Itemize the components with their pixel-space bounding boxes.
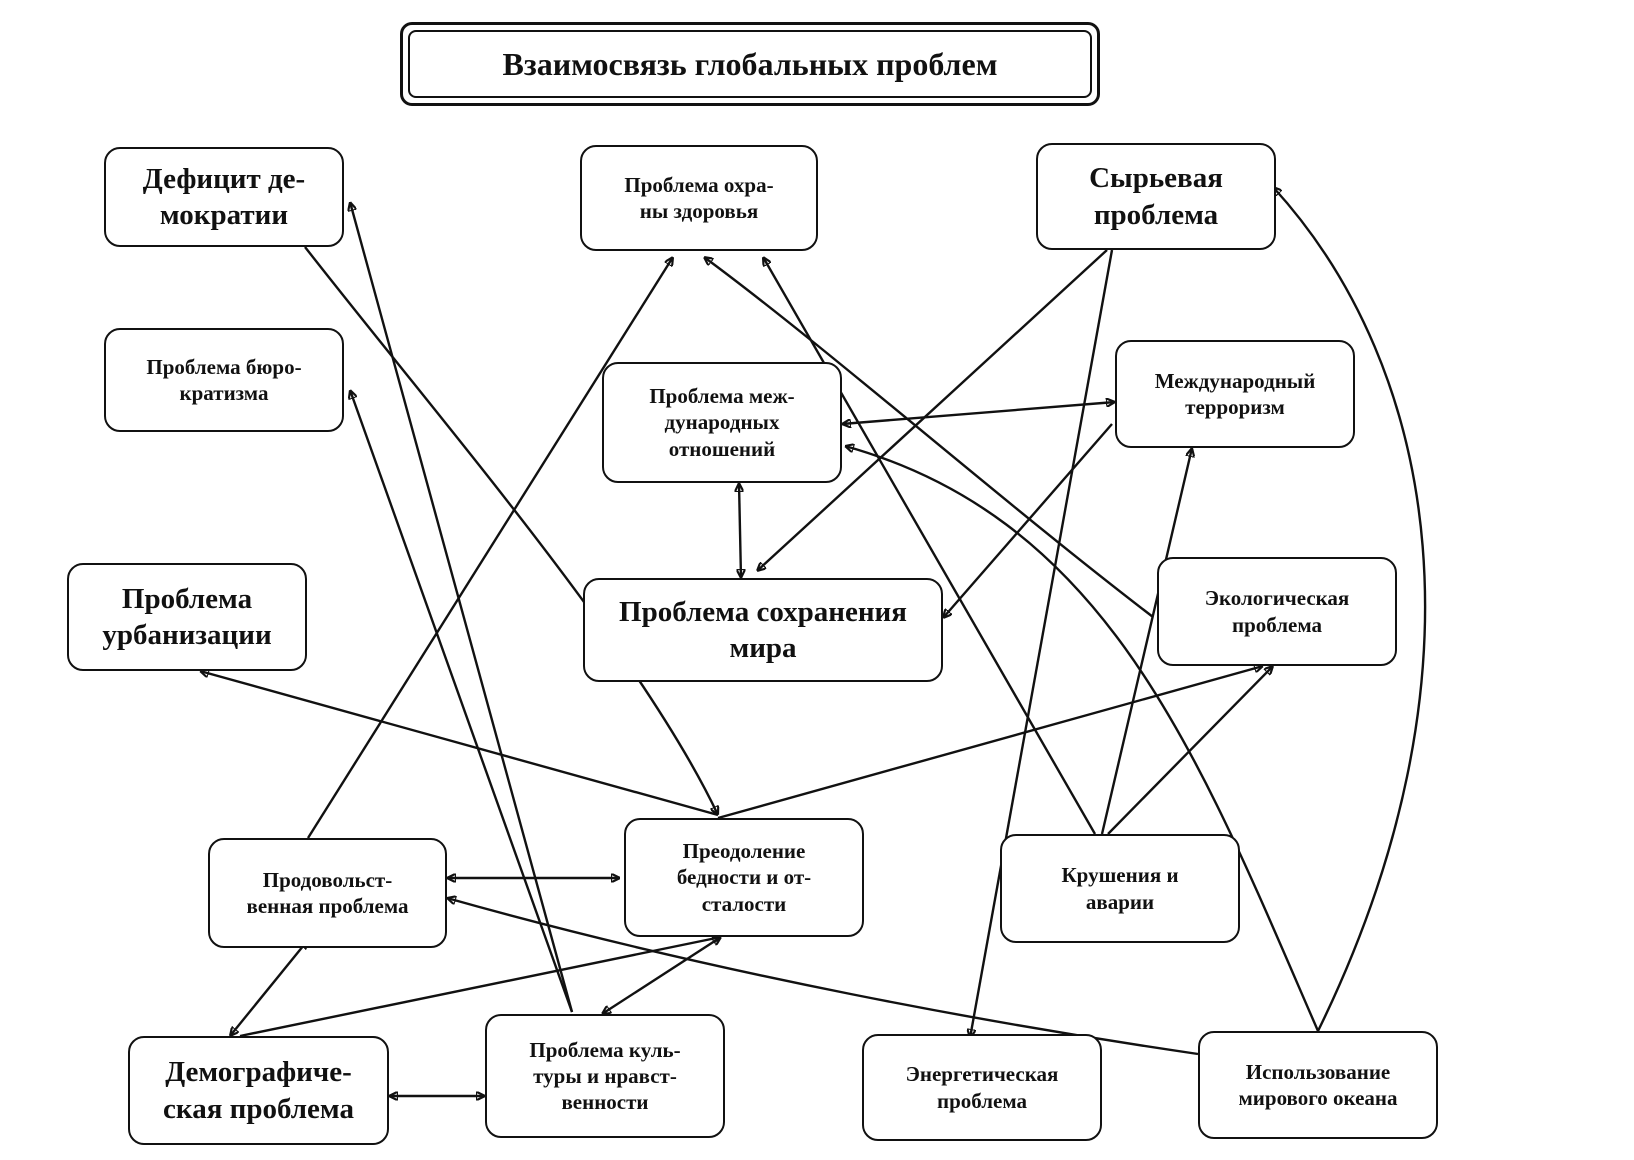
- node-accidents: Крушения и аварии: [1000, 834, 1240, 943]
- node-energy: Энергетическая проблема: [862, 1034, 1102, 1141]
- node-ocean: Использование мирового океана: [1198, 1031, 1438, 1139]
- link-accidents-ecology: [1107, 666, 1273, 835]
- link-poverty-culture: [602, 937, 721, 1014]
- node-urbanization: Проблема урбанизации: [67, 563, 307, 671]
- link-accidents-terror: [1100, 448, 1192, 835]
- link-poverty-ecology: [717, 666, 1263, 820]
- node-culture: Проблема куль- туры и нравст- венности: [485, 1014, 725, 1138]
- link-intl-peace: [739, 483, 741, 578]
- link-culture-bureaucracy: [350, 390, 574, 1013]
- link-terror-peace: [943, 423, 1113, 618]
- node-terrorism: Международный терроризм: [1115, 340, 1355, 448]
- node-democracy: Дефицит де- мократии: [104, 147, 344, 247]
- diagram-title: Взаимосвязь глобальных проблем: [400, 22, 1100, 106]
- node-raw-materials: Сырьевая проблема: [1036, 143, 1276, 250]
- link-ocean-food: [447, 898, 1199, 1056]
- link-raw-energy: [970, 249, 1114, 1038]
- link-ocean-raw: [1273, 187, 1427, 1032]
- link-food-health: [306, 257, 673, 839]
- link-intl-terror: [842, 402, 1115, 424]
- link-ocean-intl: [845, 446, 1320, 1032]
- node-ecology: Экологическая проблема: [1157, 557, 1397, 666]
- node-intl-relations: Проблема меж- дународных отношений: [602, 362, 842, 483]
- diagram-title-text: Взаимосвязь глобальных проблем: [502, 45, 998, 82]
- link-poverty-urban: [200, 671, 719, 817]
- node-demography: Демографиче- ская проблема: [128, 1036, 389, 1145]
- link-accidents-health: [763, 257, 1097, 835]
- node-poverty: Преодоление бедности и от- сталости: [624, 818, 864, 937]
- node-food: Продовольст- венная проблема: [208, 838, 447, 948]
- node-health: Проблема охра- ны здоровья: [580, 145, 818, 251]
- node-bureaucracy: Проблема бюро- кратизма: [104, 328, 344, 432]
- node-peace: Проблема сохранения мира: [583, 578, 943, 682]
- link-democracy-poverty: [304, 246, 718, 815]
- link-food-demography: [230, 940, 308, 1036]
